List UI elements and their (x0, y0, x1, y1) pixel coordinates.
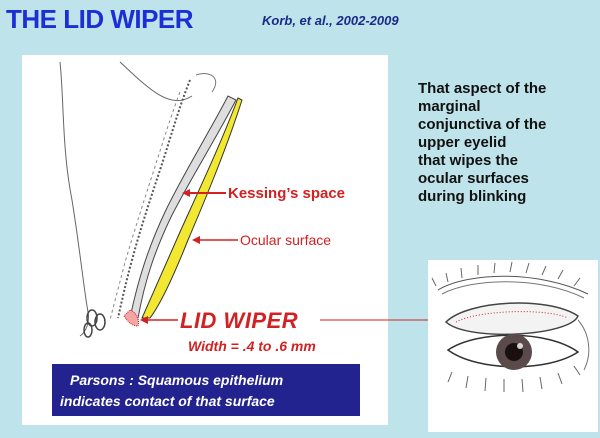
slide-title: THE LID WIPER (6, 4, 194, 34)
parsons-line-2: indicates contact of that surface (60, 393, 275, 409)
parsons-note-box: Parsons : Squamous epithelium indicates … (52, 364, 360, 416)
ocular-surface-label: Ocular surface (240, 232, 332, 248)
description-line: that wipes the (418, 152, 519, 169)
eye-illustration-panel (428, 260, 598, 432)
eyelid-skin-contour (59, 61, 89, 337)
description-line: marginal (418, 98, 481, 115)
description-line: ocular surfaces (418, 170, 529, 187)
kessing-space-label: Kessing’s space (228, 185, 346, 202)
lid-wiper-width-label: Width = .4 to .6 mm (188, 338, 316, 354)
lid-wiper-zone (123, 309, 139, 327)
epithelium-band (129, 95, 237, 319)
parsons-line-1: Parsons : Squamous epithelium (70, 372, 284, 388)
eyelid-fold-line (119, 61, 193, 102)
kessing-space-region (141, 97, 243, 319)
description-line: during blinking (418, 188, 527, 205)
description-line: upper eyelid (418, 134, 507, 151)
description-line: conjunctiva of the (418, 116, 547, 133)
everted-lid-shape (444, 302, 579, 336)
lid-wiper-label: LID WIPER (180, 308, 299, 333)
everted-eyelid-illustration (431, 261, 590, 393)
description-text: That aspect of the marginal conjunctiva … (418, 80, 594, 206)
description-line: That aspect of the (418, 80, 547, 97)
citation: Korb, et al., 2002-2009 (262, 13, 399, 28)
